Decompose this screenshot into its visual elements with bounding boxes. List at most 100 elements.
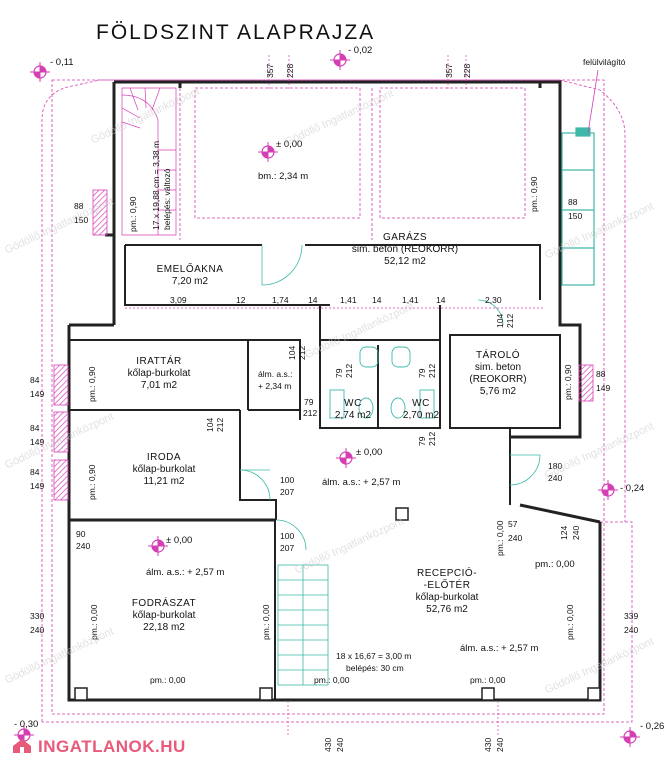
level-right-mid: - 0,24 [620,483,645,494]
doors [239,244,541,551]
row-14b: 14 [372,295,382,305]
dim-79a: 79 [334,368,344,378]
pm-000-rec-bottom-b: pm.: 0,00 [470,675,506,685]
small-alm-a: álm. a.s.: [258,369,293,379]
dim-228b: 228 [462,63,472,78]
stair-bottom-size: 18 x 16,67 = 3,00 m [336,651,412,661]
stair-top [121,87,177,236]
room-tarolo-name: TÁROLÓ [475,350,521,361]
dim-207b: 207 [280,543,295,553]
row-230: 2,30 [485,295,502,305]
dim-79c: 79 [304,397,314,407]
room-fodraszat: FODRÁSZAT kőlap-burkolat 22,18 m2 [104,598,224,634]
dim-339: 339 [624,611,639,621]
pm-090-iroda: pm.: 0,90 [87,464,97,500]
dim-212f: 212 [303,408,318,418]
room-wc2-area: 2,70 m2 [402,410,440,421]
dim-240a: 240 [548,473,563,483]
hall-alm: álm. a.s.: + 2,57 m [322,477,401,488]
pm-090-garage: pm.: 0,90 [529,176,539,212]
dim-104a: 104 [287,345,297,360]
room-tarolo-area: 5,76 m2 [479,386,517,397]
fod-alm: álm. a.s.: + 2,57 m [146,567,225,578]
pm-090-stair: pm.: 0,90 [128,196,138,232]
pm-090-tarolo: pm.: 0,90 [563,364,573,400]
skylight-leader [587,69,599,134]
dim-149b: 149 [30,437,45,447]
row-14a: 14 [308,295,318,305]
site-logo[interactable]: INGATLANOK.HU [8,735,218,757]
dim-212g: 212 [427,431,437,446]
dim-88b: 88 [568,197,578,207]
small-alm-b: + 2,34 m [258,381,292,391]
room-garazs-floor: sim. beton (REOKORR) [351,244,459,255]
walls [67,80,602,702]
dim-100b: 100 [280,531,295,541]
dim-212b: 212 [505,313,515,328]
dim-104c: 104 [205,417,215,432]
room-tarolo-floor: sim. beton [474,362,522,373]
dim-240c: 240 [571,525,581,540]
room-recepcio-area: 52,76 m2 [426,604,468,615]
room-fodraszat-floor: kőlap-burkolat [132,610,196,621]
room-recepcio: RECEPCIÓ- -ELŐTÉR kőlap-burkolat 52,76 m… [392,568,502,616]
pm-000-rec-right: pm.: 0,00 [565,604,575,640]
room-emeloakna-area: 7,20 m2 [171,276,209,287]
skylight [561,127,595,286]
room-iroda-floor: kőlap-burkolat [132,464,196,475]
room-irattar-name: IRATTÁR [136,356,182,367]
dim-149c: 149 [30,481,45,491]
dim-180: 180 [548,461,563,471]
room-recepcio-name: RECEPCIÓ- [416,568,478,579]
room-iroda-area: 11,21 m2 [143,476,185,487]
dim-430b: 430 [483,737,493,752]
room-iroda: IRODA kőlap-burkolat 11,21 m2 [104,452,224,488]
room-wc2-name: WC [412,398,430,409]
room-irattar-floor: kőlap-burkolat [127,368,191,379]
logo-text: INGATLANOK.HU [38,737,186,756]
row-309: 3,09 [170,295,187,305]
dim-357a: 357 [265,63,275,78]
dim-84c: 84 [30,467,40,477]
dim-84a: 84 [30,375,40,385]
dim-88a: 88 [74,201,84,211]
dim-104b: 104 [495,313,505,328]
dim-357b: 357 [444,63,454,78]
pm-000-rec-bottom-a: pm.: 0,00 [314,675,350,685]
rec-alm: álm. a.s.: + 2,57 m [460,643,539,654]
windows [53,189,594,501]
dim-88c: 88 [596,369,606,379]
site-outline [41,79,633,723]
house-icon [13,739,31,753]
room-emeloakna: EMELŐAKNA 7,20 m2 [135,264,245,288]
dim-240g: 240 [335,737,345,752]
level-top-left: - 0,11 [50,57,74,68]
row-174: 1,74 [272,295,289,305]
room-garazs: GARÁZS sim. beton (REOKORR) 52,12 m2 [340,232,470,268]
wc-fixtures [329,346,435,419]
pm-000-fod-bottom: pm.: 0,00 [150,675,186,685]
dim-100a: 100 [280,475,295,485]
room-emeloakna-name: EMELŐAKNA [156,264,224,275]
row-141b: 1,41 [402,295,419,305]
pm-000-rec-top: pm.: 0,00 [535,559,575,570]
garage-bm: bm.: 2,34 m [258,171,309,182]
dim-57: 57 [508,519,518,529]
dim-79b: 79 [417,368,427,378]
room-tarolo: TÁROLÓ sim. beton (REOKORR) 5,76 m2 [458,350,538,398]
level-markers [14,50,640,747]
dim-212e: 212 [427,363,437,378]
dim-240h: 240 [495,737,505,752]
room-iroda-name: IRODA [146,452,182,463]
dim-212d: 212 [344,363,354,378]
room-wc1: WC 2,74 m2 [328,398,378,422]
stair-bottom [277,564,329,686]
dim-240f: 240 [624,625,639,635]
room-fodraszat-name: FODRÁSZAT [131,598,197,609]
dim-430a: 430 [323,737,333,752]
dim-240d: 240 [76,541,91,551]
pm-000-rot: pm.: 0,00 [495,520,505,556]
level-bottom-right: - 0,26 [640,721,665,732]
stair-top-entry: belépés: változó [162,168,172,230]
plan-title: FÖLDSZINT ALAPRAJZA [96,21,376,44]
